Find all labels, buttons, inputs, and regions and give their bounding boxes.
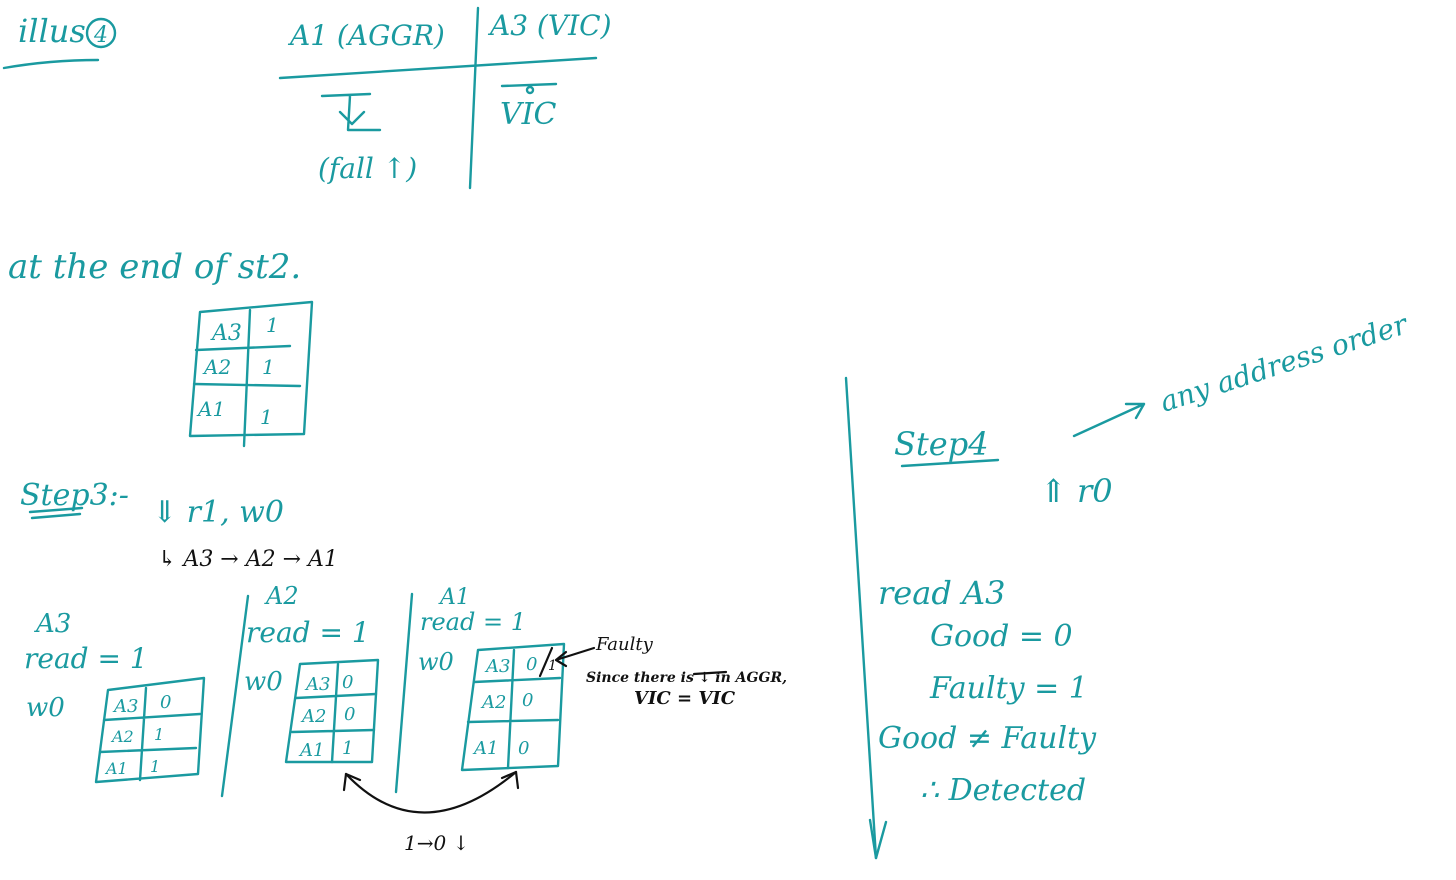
step4-divider-arrow	[868, 818, 888, 860]
a3-read: read = 1	[24, 642, 148, 675]
st2-grid: A3 1 A2 1 A1 1	[188, 300, 314, 448]
step4-title: Step4	[894, 425, 989, 463]
faulty-line1: Since there is ↓ in AGGR,	[586, 670, 787, 686]
step4-op: ⇑ r0	[1040, 472, 1113, 510]
step3-op: ⇓ r1, w0	[152, 495, 284, 530]
a3-label: A3	[34, 609, 71, 639]
a2-grid-cell: A3	[304, 674, 330, 695]
a3-wo: w0	[26, 693, 65, 723]
illus-underline	[2, 58, 100, 70]
step4-compare: Good ≠ Faulty	[878, 721, 1097, 756]
falling-transition-icon	[320, 92, 382, 132]
a1-read: read = 1	[420, 608, 526, 636]
step4-divider	[844, 376, 878, 860]
column-divider	[394, 592, 414, 794]
a1-grid-value: 0	[518, 738, 529, 759]
header-table-hline	[278, 56, 598, 80]
step4-detected: ∴ Detected	[920, 773, 1086, 808]
a2-grid-cell: A1	[298, 740, 324, 761]
step3-underline	[28, 506, 84, 520]
st2-cell-value: 1	[262, 355, 275, 379]
a1-grid-value: 0	[522, 690, 533, 711]
step4-any-order: any address order	[1156, 307, 1413, 419]
a1-grid-value: 0	[526, 654, 537, 675]
st2-title: at the end of st2.	[8, 247, 301, 287]
a1-wo: w0	[418, 648, 454, 676]
a3-grid-value: 1	[154, 725, 164, 744]
step4-underline	[900, 458, 1000, 468]
header-table-vline	[468, 6, 480, 190]
a1-label: A1	[438, 585, 470, 610]
a3-grid-cell: A1	[104, 759, 128, 778]
st2-cell-label: A2	[202, 355, 231, 379]
transition-arrowheads	[342, 770, 520, 792]
a2-wo: w0	[244, 667, 283, 697]
st2-cell-label: A3	[210, 321, 242, 346]
a3-grid-value: 0	[160, 692, 171, 713]
header-a3-vic: A3 (VIC)	[487, 9, 612, 42]
a1-grid-cell: A2	[480, 692, 506, 713]
faulty-title: Faulty	[595, 634, 654, 655]
a3-grid-cell: A3	[112, 696, 138, 717]
a1-grid-cell: A1	[472, 738, 498, 759]
step4-read: read A3	[878, 574, 1005, 612]
illus-number: 4	[93, 23, 108, 48]
step4-good: Good = 0	[930, 619, 1073, 654]
a1-grid: A3 0 A2 0 A1 0	[460, 642, 566, 772]
illus-title: illus	[18, 12, 86, 50]
illus-number-circle	[85, 17, 117, 49]
a3-grid: A3 0 A2 1 A1 1	[94, 676, 206, 784]
a2-grid-value: 0	[342, 672, 353, 693]
faulty-line2: VIC = VIC	[634, 688, 736, 709]
step3-title: Step3:-	[20, 478, 129, 513]
a2-grid-value: 1	[342, 738, 353, 759]
st2-cell-value: 1	[260, 405, 273, 429]
a2-label: A2	[264, 582, 299, 610]
a1-grid-cell: A3	[484, 656, 510, 677]
st2-cell-value: 1	[266, 313, 279, 337]
transition-label: 1→0 ↓	[404, 831, 469, 855]
header-fall: (fall ↑)	[318, 152, 417, 185]
vic-overbar	[500, 82, 558, 88]
vic-overbar-black	[692, 670, 728, 676]
a2-grid: A3 0 A2 0 A1 1	[284, 658, 380, 764]
a2-grid-value: 0	[344, 704, 355, 725]
transition-arrow	[344, 770, 518, 814]
column-divider	[220, 594, 250, 798]
any-order-arrow	[1072, 402, 1146, 438]
a2-read: read = 1	[246, 616, 370, 649]
faulty-value: 1	[548, 658, 557, 674]
st2-cell-label: A1	[196, 397, 225, 421]
a2-grid-cell: A2	[300, 706, 326, 727]
faulty-pointer-arrow	[538, 646, 596, 678]
step3-order: ↳ A3 → A2 → A1	[158, 547, 338, 572]
a3-grid-cell: A2	[110, 727, 134, 746]
header-a1-aggr: A1 (AGGR)	[287, 19, 445, 52]
header-vic-bar: VIC	[500, 97, 557, 132]
vic-dot	[525, 85, 535, 95]
a3-grid-value: 1	[150, 757, 160, 776]
step4-faulty: Faulty = 1	[929, 671, 1088, 706]
